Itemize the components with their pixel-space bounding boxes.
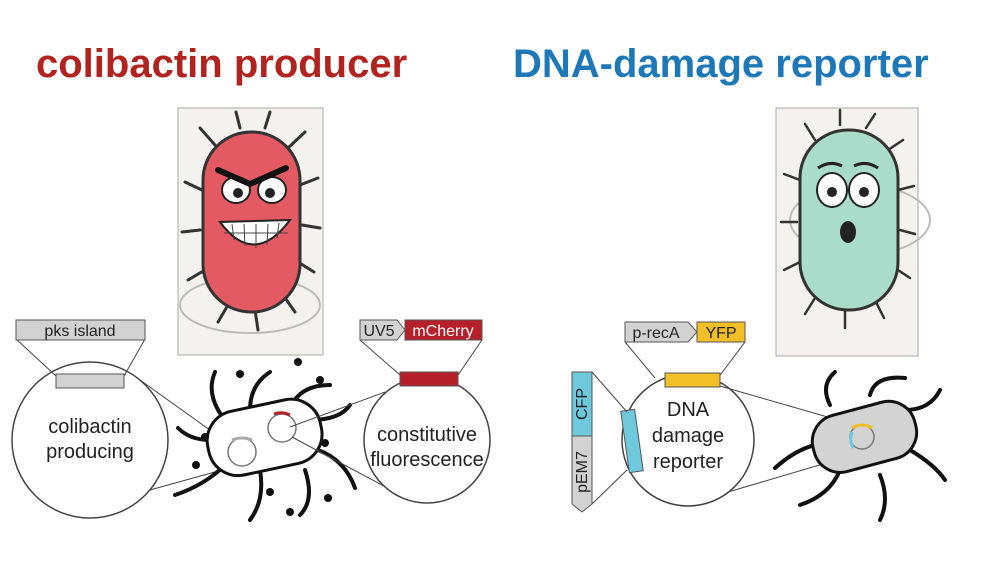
yfp-label: YFP — [705, 325, 736, 342]
pem7-promoter-box — [571, 435, 593, 513]
fluorescence-line1: constitutive — [377, 424, 477, 446]
mcherry-gene-segment — [399, 371, 459, 387]
fluorescence-line2: fluorescence — [370, 449, 483, 471]
yfp-box — [696, 321, 746, 343]
reporter-title: DNA-damage reporter — [513, 42, 929, 86]
pks-circle — [11, 361, 169, 519]
mcherry-label: mCherry — [412, 323, 473, 340]
cfp-label: CFP — [574, 388, 591, 420]
precA-label: p-recA — [632, 325, 679, 342]
reporter-cell — [773, 370, 947, 522]
evil-bacterium-icon — [177, 107, 324, 356]
colibactin-dots — [192, 358, 332, 516]
reporter-circle-line3: reporter — [653, 451, 723, 473]
producer-cell — [173, 370, 357, 522]
pks-island-box — [15, 319, 146, 341]
reporter-circle-line2: damage — [652, 425, 724, 447]
uv5-promoter-box — [359, 319, 406, 341]
reporter-circle-line1: DNA — [667, 399, 710, 421]
yfp-gene-segment — [664, 372, 721, 388]
precA-promoter-box — [624, 321, 698, 343]
producer-title: colibactin producer — [36, 42, 407, 86]
pks-circle-line1: colibactin — [48, 416, 131, 438]
pks-island-label: pks island — [44, 323, 115, 340]
pks-circle-line2: producing — [46, 441, 134, 463]
pks-gene-segment — [55, 373, 125, 389]
scared-bacterium-icon — [775, 107, 931, 357]
cfp-gene-segment — [620, 408, 644, 474]
pem7-label: pEM7 — [574, 451, 591, 493]
mcherry-box — [404, 319, 483, 341]
uv5-label: UV5 — [363, 323, 394, 340]
